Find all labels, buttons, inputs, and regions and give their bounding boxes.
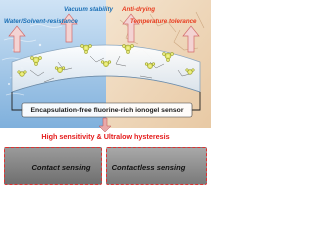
- down-arrow: [98, 117, 112, 133]
- contact-sensing-panel: Contact sensing: [4, 147, 102, 185]
- ionogel-sheet-edge: [11, 75, 201, 93]
- figure: Water/Solvent-resistance Vacuum stabilit…: [0, 0, 211, 185]
- sensor-bracket: [11, 92, 201, 111]
- contactless-sensing-label: Contactless sensing: [111, 163, 186, 172]
- vacuum-stability-label: Vacuum stability: [64, 6, 113, 13]
- sensor-title: Encapsulation-free fluorine-rich ionogel…: [30, 106, 184, 114]
- arrow-vacuum: [60, 13, 78, 43]
- water-solvent-label: Water/Solvent-resistance: [4, 18, 78, 25]
- arrow-water: [8, 25, 26, 53]
- contact-sensing-label: Contact sensing: [31, 163, 91, 172]
- performance-label: High sensitivity & Ultralow hysteresis: [41, 132, 170, 141]
- arrow-drying: [122, 13, 140, 43]
- property-arrows: [8, 13, 200, 53]
- contactless-sensing-panel: Contactless sensing: [106, 147, 207, 185]
- anti-drying-label: Anti-drying: [122, 6, 155, 13]
- sensor-title-box: [21, 102, 193, 118]
- fluorine-molecules: [17, 44, 195, 77]
- arrow-temperature: [182, 25, 200, 53]
- temperature-tolerance-label: Temperature tolerance: [130, 18, 197, 25]
